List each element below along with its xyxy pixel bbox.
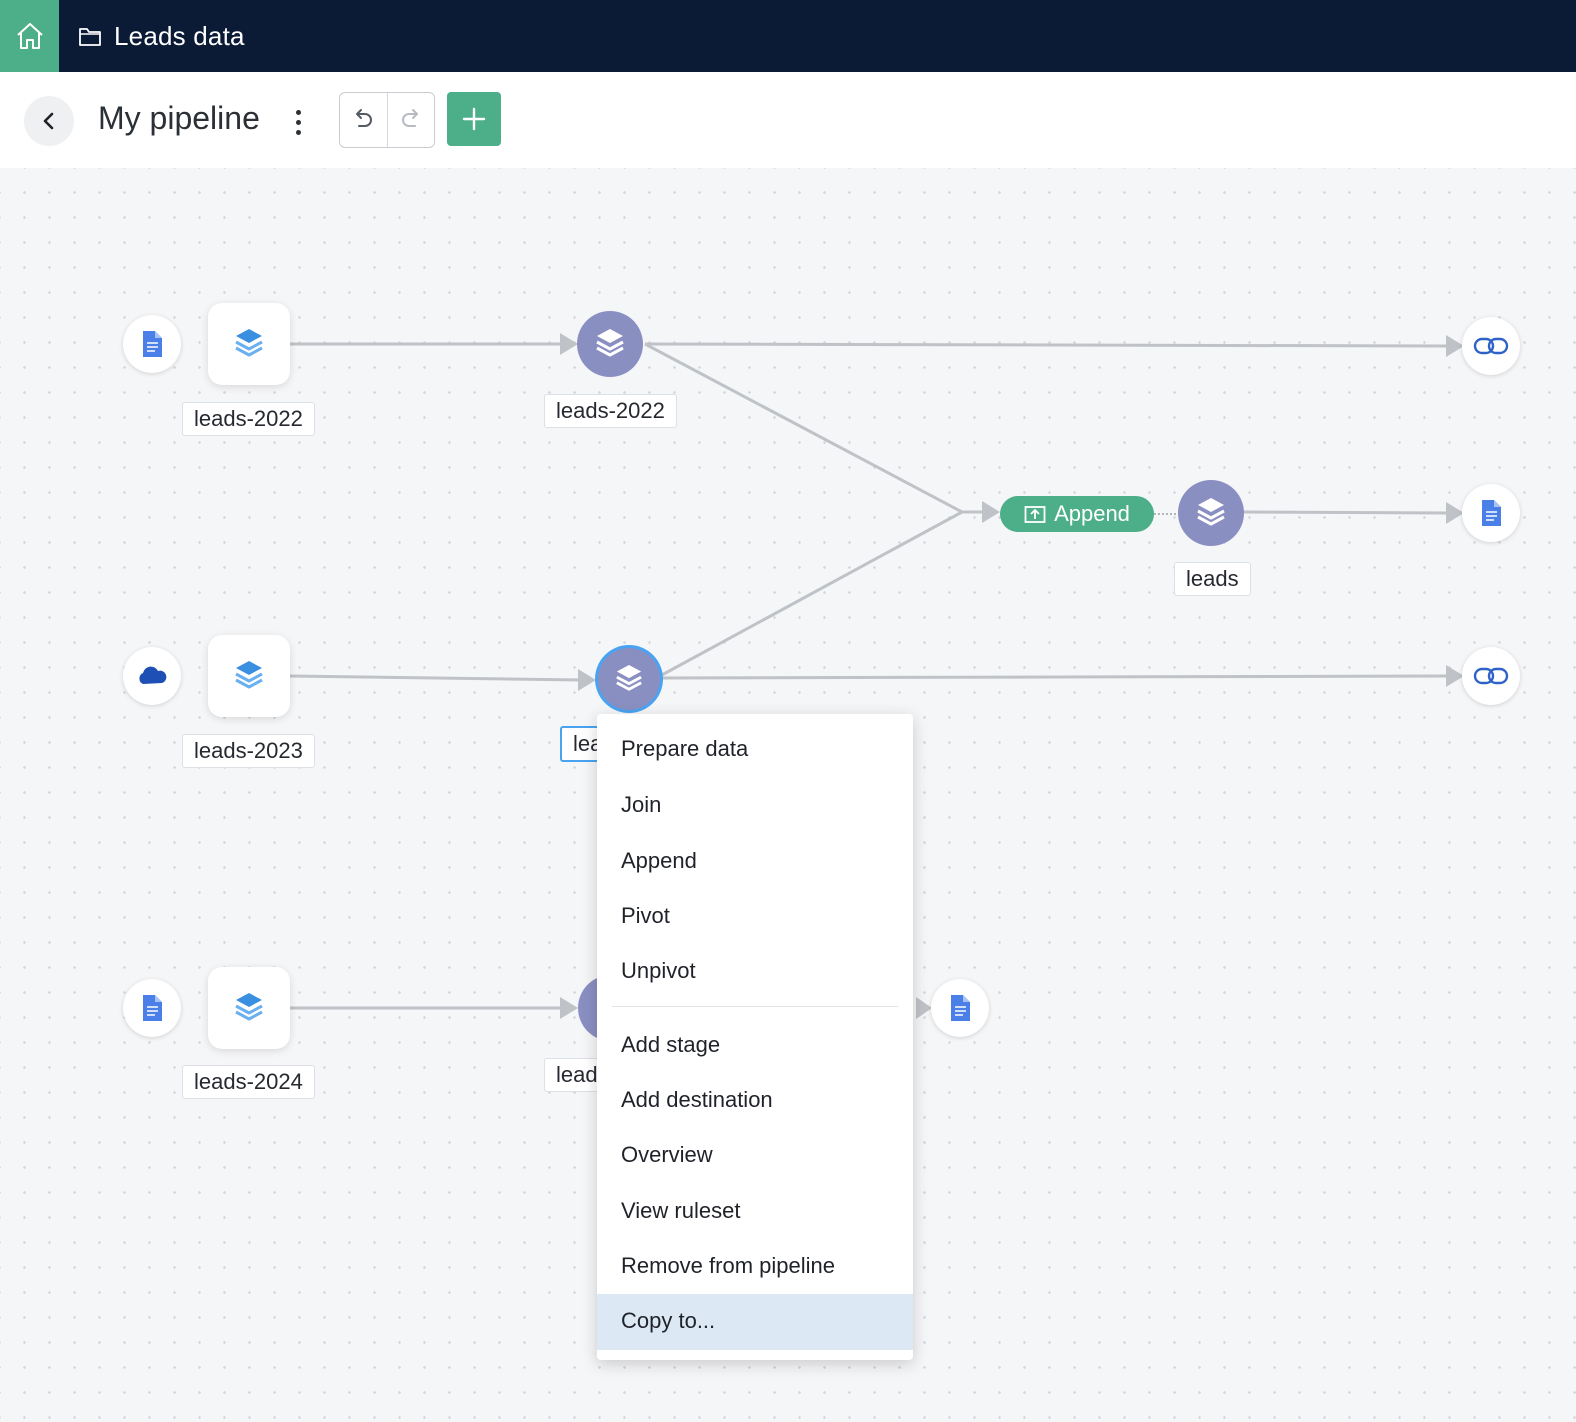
undo-redo-group	[339, 92, 435, 148]
menu-item-prepare-data[interactable]: Prepare data	[621, 736, 749, 761]
menu-item-pivot[interactable]: Pivot	[621, 903, 670, 928]
layers-icon	[235, 661, 263, 689]
redo-button[interactable]	[388, 93, 435, 147]
node-label: leads-2024	[182, 1065, 315, 1099]
node-label: leads-2022	[182, 402, 315, 436]
node-label: leads-2022	[544, 394, 677, 428]
pipeline-toolbar: My pipeline	[0, 72, 1576, 168]
dataset-node[interactable]	[208, 635, 290, 717]
menu-item-remove-from-pipeline[interactable]: Remove from pipeline	[621, 1253, 835, 1278]
undo-button[interactable]	[340, 93, 388, 147]
layers-icon	[616, 665, 642, 691]
destination-node-document[interactable]	[931, 979, 989, 1037]
document-icon	[1482, 500, 1501, 526]
edge	[1243, 510, 1447, 515]
link-icon	[1473, 337, 1509, 355]
edge	[659, 674, 1447, 680]
append-node[interactable]: Append	[1000, 496, 1154, 532]
append-label: Append	[1054, 501, 1130, 526]
destination-node-document[interactable]	[1462, 484, 1520, 542]
menu-item-view-ruleset[interactable]: View ruleset	[621, 1198, 741, 1223]
home-button[interactable]	[0, 0, 59, 72]
source-node-cloud[interactable]	[123, 647, 181, 705]
edge-arrow	[1446, 502, 1464, 524]
menu-item-append[interactable]: Append	[621, 848, 697, 873]
menu-item-add-stage[interactable]: Add stage	[621, 1032, 721, 1057]
menu-item-overview[interactable]: Overview	[621, 1142, 713, 1167]
edge	[289, 674, 583, 682]
context-menu: Prepare data Join Append Pivot Unpivot A…	[597, 714, 913, 1360]
menu-divider	[612, 1006, 898, 1007]
node-label: leads-2023	[182, 734, 315, 768]
source-node-document[interactable]	[123, 979, 181, 1037]
destination-node-link[interactable]	[1462, 647, 1520, 705]
undo-icon	[356, 109, 373, 127]
node-label: leads	[1174, 562, 1251, 596]
folder-icon	[79, 28, 101, 46]
destination-node-link[interactable]	[1462, 317, 1520, 375]
edge-arrow	[560, 997, 578, 1019]
chevron-left-icon	[43, 112, 54, 130]
edge-arrow	[578, 669, 596, 691]
stage-node-selected[interactable]	[598, 648, 660, 710]
kebab-icon	[295, 109, 301, 115]
source-node-document[interactable]	[123, 315, 181, 373]
breadcrumb[interactable]: Leads data	[78, 0, 245, 72]
more-options-button[interactable]	[286, 102, 310, 142]
layers-icon	[235, 329, 263, 357]
breadcrumb-label: Leads data	[114, 20, 245, 51]
redo-icon	[401, 109, 418, 127]
edge-arrow	[982, 501, 1000, 523]
home-icon	[16, 23, 43, 49]
edge-arrow	[560, 333, 578, 355]
stage-node[interactable]	[1178, 480, 1244, 546]
layers-icon	[1197, 498, 1225, 526]
edge-arrow	[1446, 665, 1464, 687]
page-title: My pipeline	[98, 100, 260, 136]
edge	[644, 342, 984, 514]
edge-arrow	[916, 997, 932, 1019]
edge	[659, 510, 963, 678]
plus-icon	[462, 107, 486, 131]
top-bar: Leads data	[0, 0, 1576, 72]
edge-arrow	[1446, 335, 1464, 357]
stage-node[interactable]	[577, 311, 643, 377]
dataset-node[interactable]	[208, 303, 290, 385]
layers-icon	[235, 993, 263, 1021]
menu-item-add-destination[interactable]: Add destination	[621, 1087, 773, 1112]
link-icon	[1473, 667, 1509, 685]
document-icon	[143, 331, 162, 357]
document-icon	[951, 995, 970, 1021]
dataset-node[interactable]	[208, 967, 290, 1049]
cloud-icon	[139, 666, 167, 684]
layers-icon	[596, 329, 624, 357]
menu-item-join[interactable]: Join	[621, 792, 662, 817]
append-icon	[1024, 506, 1046, 523]
menu-item-copy-to[interactable]: Copy to...	[597, 1294, 913, 1350]
edge	[644, 342, 1447, 348]
add-button[interactable]	[447, 92, 501, 146]
document-icon	[143, 995, 162, 1021]
menu-item-unpivot[interactable]: Unpivot	[621, 958, 696, 983]
back-button[interactable]	[24, 96, 74, 146]
